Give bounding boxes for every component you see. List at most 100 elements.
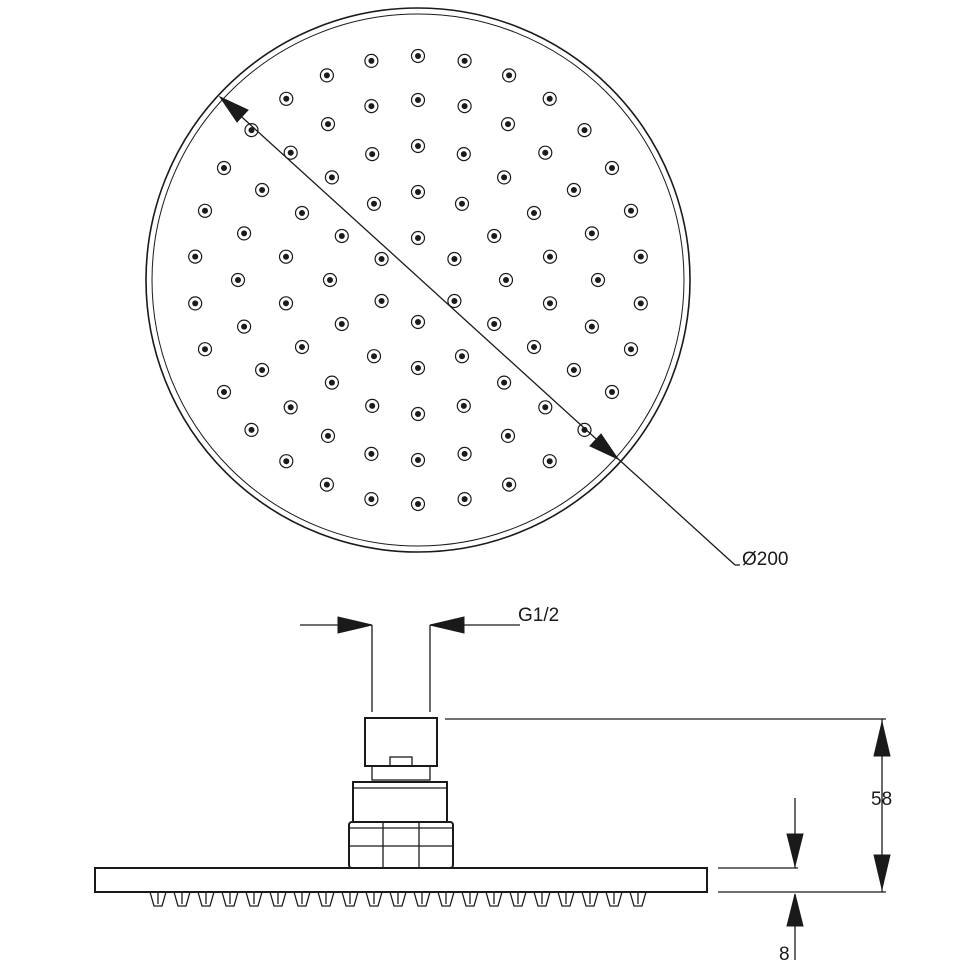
thickness-dimension: 8: [718, 798, 804, 960]
nozzle-hole-center: [588, 230, 595, 237]
nozzle-hole-center: [461, 57, 468, 64]
nozzle-hole-center: [369, 151, 376, 158]
nozzle-tip: [557, 891, 575, 907]
nozzle-tip: [413, 891, 431, 907]
connector-neck: [371, 765, 431, 781]
nozzle-tip: [149, 891, 167, 907]
nozzle-hole-center: [570, 367, 577, 373]
nozzle-hole-center: [241, 323, 248, 330]
nozzle-tip: [293, 891, 311, 907]
nozzle-hole-center: [461, 450, 468, 457]
nozzle-hole-center: [415, 457, 421, 463]
nozzle-holes: [188, 48, 648, 512]
nozzle-tip: [533, 891, 551, 907]
nozzle-hole-center: [637, 253, 644, 260]
nozzle-hole-center: [546, 95, 553, 102]
nozzle-hole-center: [491, 321, 498, 327]
nozzle-hole-center: [378, 256, 385, 262]
thickness-arrow-bottom: [786, 893, 804, 927]
nozzle-hole-center: [328, 379, 335, 386]
nozzle-hole-center: [501, 379, 508, 386]
nozzle-hole-center: [235, 277, 241, 283]
nozzle-tip: [581, 891, 599, 907]
nozzle-hole-center: [547, 253, 553, 260]
nozzle-tip: [389, 891, 407, 907]
nozzle-hole-center: [283, 300, 289, 307]
height-arrow-top: [873, 721, 891, 757]
nozzle-hole-center: [415, 235, 421, 241]
nozzle-hole-center: [325, 432, 331, 439]
diameter-line: [221, 98, 736, 566]
nozzle-hole-center: [581, 426, 588, 433]
nozzle-hole-center: [637, 300, 644, 307]
thickness-label: 8: [779, 944, 790, 960]
nozzle-hole-center: [287, 149, 294, 156]
nozzle-hole-center: [588, 323, 595, 330]
nozzle-hole-center: [338, 233, 345, 239]
nozzle-hole-center: [299, 210, 305, 216]
nozzle-hole-center: [378, 298, 385, 304]
diameter-dimension: Ø200: [218, 95, 788, 570]
nozzle-hole-center: [415, 189, 421, 195]
connector-pin: [389, 756, 413, 767]
nozzle-hole-center: [327, 277, 333, 283]
nozzle-tip: [629, 891, 647, 907]
nozzle-hole-center: [192, 300, 199, 307]
nozzle-hole-center: [542, 149, 549, 156]
nozzle-hole-center: [628, 346, 634, 353]
nozzle-hole-center: [461, 103, 468, 110]
nozzle-tip: [509, 891, 527, 907]
height-arrow-bottom: [873, 854, 891, 890]
nozzle-hole-center: [368, 57, 375, 64]
nozzle-tip: [437, 891, 455, 907]
thread-label: G1/2: [518, 605, 559, 626]
thickness-arrow-top: [786, 833, 804, 867]
nozzle-hole-center: [451, 298, 458, 304]
shower-plate-outer-circle: [145, 7, 691, 553]
nozzle-hole-center: [460, 402, 467, 409]
nozzle-hole-center: [461, 496, 468, 503]
nozzle-hole-center: [609, 389, 615, 395]
nozzle-hole-center: [415, 411, 421, 417]
nozzle-tip: [197, 891, 215, 907]
nozzle-hole-center: [202, 346, 208, 353]
nozzle-hole-center: [505, 121, 511, 128]
nozzle-hole-center: [570, 187, 577, 193]
nozzle-hole-center: [371, 200, 377, 207]
nozzle-tip: [245, 891, 263, 907]
nozzle-tip: [221, 891, 239, 907]
nozzle-hole-center: [531, 344, 537, 350]
nozzle-hole-center: [491, 233, 498, 239]
nozzle-hole-center: [259, 187, 266, 193]
nozzle-hole-center: [325, 121, 331, 128]
shower-plate-profile: [94, 867, 708, 893]
nozzle-hole-center: [415, 143, 421, 149]
nozzle-hole-center: [506, 72, 513, 79]
nozzle-profile: [149, 891, 647, 907]
nozzle-hole-center: [368, 496, 375, 503]
nozzle-tip: [341, 891, 359, 907]
nozzle-hole-center: [506, 481, 513, 488]
nozzle-hole-center: [368, 103, 375, 110]
nozzle-hole-center: [595, 277, 601, 283]
nozzle-hole-center: [241, 230, 248, 237]
nozzle-hole-center: [369, 402, 376, 409]
nozzle-hole-center: [248, 426, 255, 433]
nozzle-hole-center: [505, 432, 511, 439]
nozzle-hole-center: [221, 389, 227, 395]
nozzle-hole-center: [299, 344, 305, 350]
nozzle-tip: [461, 891, 479, 907]
nozzle-tip: [485, 891, 503, 907]
nozzle-hole-center: [415, 97, 421, 103]
nozzle-hole-center: [415, 319, 421, 325]
nozzle-hole-center: [546, 458, 553, 465]
nozzle-hole-center: [460, 151, 467, 158]
nozzle-hole-center: [328, 174, 335, 181]
nozzle-hole-center: [609, 165, 615, 171]
nozzle-tip: [317, 891, 335, 907]
nozzle-hole-center: [287, 404, 294, 411]
shower-plate-inner-circle: [151, 13, 685, 547]
nozzle-hole-center: [338, 321, 345, 327]
nozzle-tip: [365, 891, 383, 907]
